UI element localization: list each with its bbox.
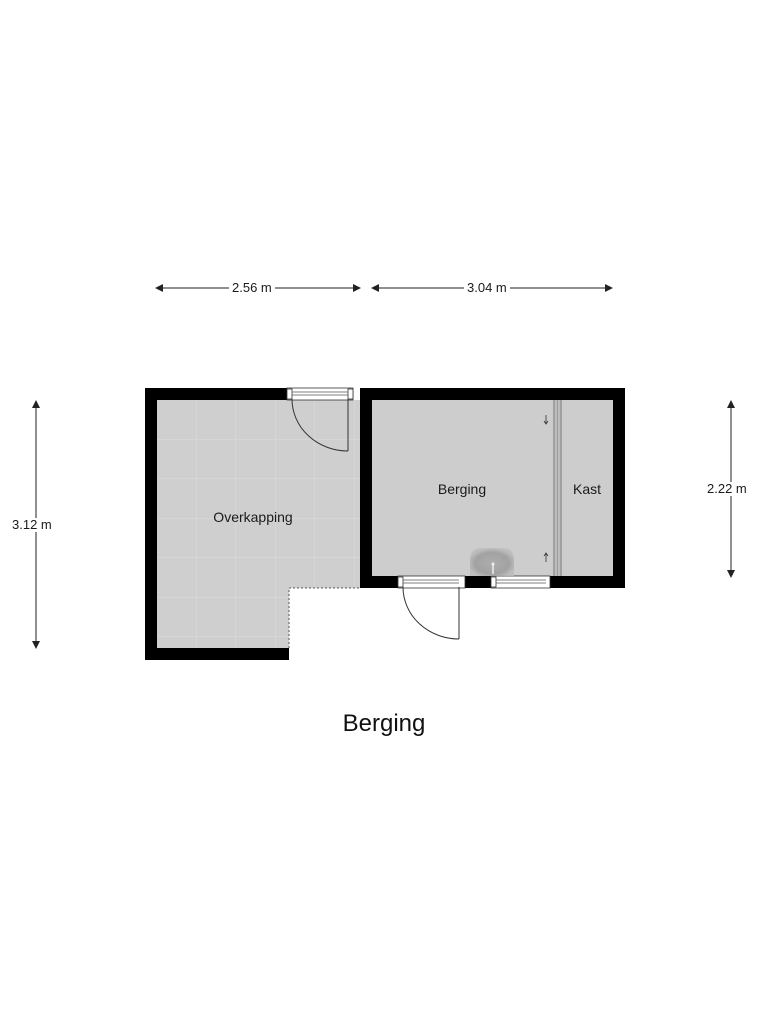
door-berging-bottom [397,575,466,640]
door-overkapping-top [286,387,354,452]
dimension-label-top-right: 3.04 m [464,281,510,295]
room-kast [553,400,613,576]
dimension-label-left: 3.12 m [9,518,55,532]
room-label-berging: Berging [437,481,487,497]
plan-title: Berging [342,710,426,737]
room-label-overkapping: Overkapping [213,509,293,525]
dimension-label-top-left: 2.56 m [229,281,275,295]
room-label-kast: Kast [572,481,602,497]
room-overkapping [145,388,360,660]
window-berging-bottom [490,575,551,589]
room-berging [360,388,625,588]
sink-icon [470,548,514,576]
dimension-label-right: 2.22 m [704,482,750,496]
